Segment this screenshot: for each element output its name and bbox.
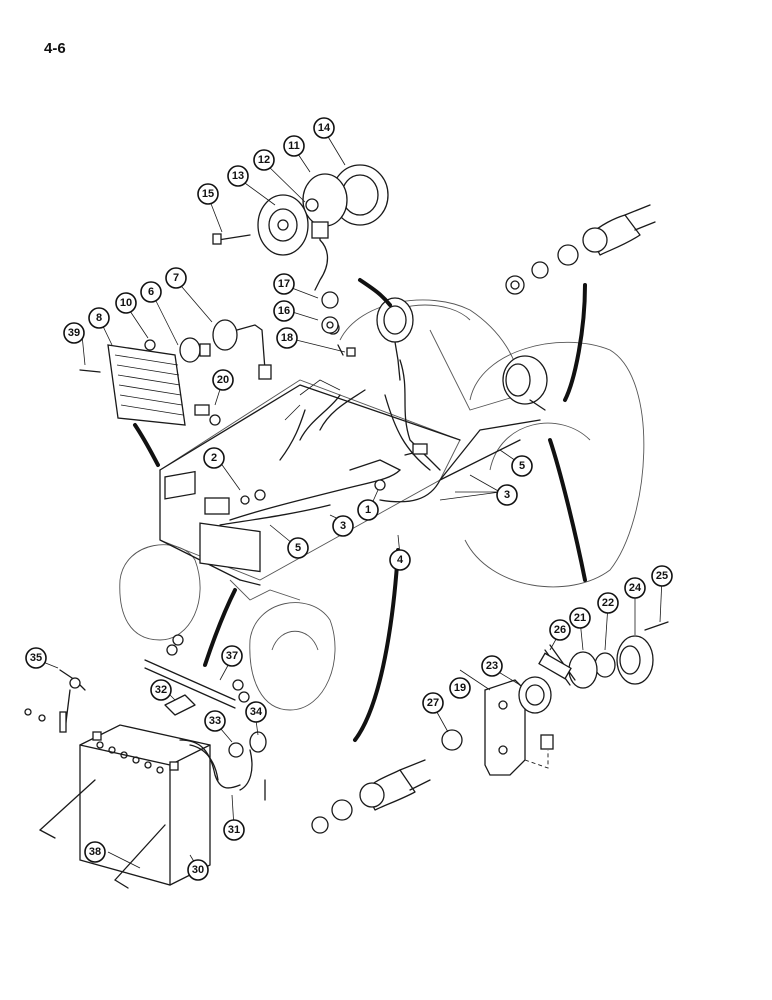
callout-12: 12: [253, 149, 275, 171]
svg-text:32: 32: [155, 684, 167, 696]
callout-23: 23: [481, 655, 503, 677]
svg-text:14: 14: [318, 122, 331, 134]
callout-3b: 3: [496, 484, 518, 506]
callout-30: 30: [187, 859, 209, 881]
svg-text:4: 4: [397, 554, 404, 566]
callout-19: 19: [449, 677, 471, 699]
callout-32: 32: [150, 679, 172, 701]
svg-text:26: 26: [554, 624, 566, 636]
svg-text:6: 6: [148, 286, 154, 298]
callout-5b: 5: [511, 455, 533, 477]
svg-text:12: 12: [258, 154, 270, 166]
svg-text:17: 17: [278, 278, 290, 290]
callout-24: 24: [624, 577, 646, 599]
callout-4: 4: [389, 549, 411, 571]
svg-text:19: 19: [454, 682, 466, 694]
callout-38: 38: [84, 841, 106, 863]
svg-text:7: 7: [173, 272, 179, 284]
svg-text:22: 22: [602, 597, 614, 609]
callout-8: 8: [88, 307, 110, 329]
svg-text:24: 24: [629, 582, 642, 594]
top-hardware: [321, 291, 356, 357]
callout-22: 22: [597, 592, 619, 614]
callout-3a: 3: [332, 515, 354, 537]
callout-2: 2: [203, 447, 225, 469]
svg-text:35: 35: [30, 652, 42, 664]
svg-text:5: 5: [295, 542, 301, 554]
svg-text:16: 16: [278, 305, 290, 317]
callouts: 1 2 3 3 4 5 5 6 7 8 10 11 12 13 14 15 16…: [25, 117, 673, 881]
switch-lower: [311, 759, 431, 834]
callout-15: 15: [197, 183, 219, 205]
svg-text:2: 2: [211, 452, 217, 464]
svg-text:1: 1: [365, 504, 371, 516]
callout-33: 33: [204, 710, 226, 732]
svg-text:8: 8: [96, 312, 102, 324]
svg-text:10: 10: [120, 297, 132, 309]
callout-10: 10: [115, 292, 137, 314]
callout-20: 20: [212, 369, 234, 391]
callout-34: 34: [245, 701, 267, 723]
svg-text:11: 11: [288, 140, 300, 152]
svg-text:3: 3: [340, 520, 346, 532]
svg-text:27: 27: [427, 697, 439, 709]
tractor-outline: [119, 299, 645, 711]
svg-text:25: 25: [656, 570, 668, 582]
svg-text:34: 34: [250, 706, 263, 718]
callout-25: 25: [651, 565, 673, 587]
warning-lamp-left: [376, 297, 414, 381]
switch-upper-right: [505, 204, 656, 295]
hood-panel: [159, 384, 461, 586]
wiring-harness: [219, 359, 541, 526]
svg-text:23: 23: [486, 660, 498, 672]
callout-13: 13: [227, 165, 249, 187]
callout-35: 35: [25, 647, 47, 669]
callout-11: 11: [283, 135, 305, 157]
callout-16: 16: [273, 300, 295, 322]
headlamp: [79, 319, 272, 426]
callout-27: 27: [422, 692, 444, 714]
callout-37: 37: [221, 645, 243, 667]
callout-6: 6: [140, 281, 162, 303]
rear-work-lamp: [212, 164, 389, 291]
callout-39: 39: [63, 322, 85, 344]
svg-text:31: 31: [228, 824, 240, 836]
svg-text:33: 33: [209, 715, 221, 727]
callout-21: 21: [569, 607, 591, 629]
callout-17: 17: [273, 273, 295, 295]
svg-text:30: 30: [192, 864, 204, 876]
svg-text:38: 38: [89, 846, 101, 858]
callout-18: 18: [276, 327, 298, 349]
callout-14: 14: [313, 117, 335, 139]
callout-26: 26: [549, 619, 571, 641]
svg-text:15: 15: [202, 188, 214, 200]
svg-text:20: 20: [217, 374, 229, 386]
warning-lamp-right: [326, 321, 548, 411]
callout-7: 7: [165, 267, 187, 289]
callout-31: 31: [223, 819, 245, 841]
page-number: 4-6: [44, 40, 66, 57]
leader-arrows: [133, 278, 587, 742]
svg-text:5: 5: [519, 460, 525, 472]
svg-text:3: 3: [504, 489, 510, 501]
svg-text:37: 37: [226, 650, 238, 662]
battery-assembly: [24, 634, 267, 889]
svg-text:39: 39: [68, 327, 80, 339]
svg-text:13: 13: [232, 170, 244, 182]
callout-1: 1: [357, 499, 379, 521]
svg-text:18: 18: [281, 332, 293, 344]
callout-5a: 5: [287, 537, 309, 559]
svg-text:21: 21: [574, 612, 586, 624]
side-lamp-assembly: [441, 621, 669, 776]
